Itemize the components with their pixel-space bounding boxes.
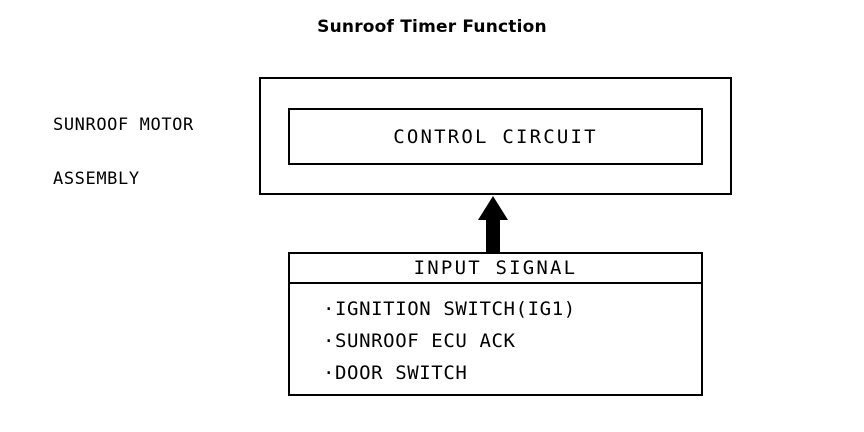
list-item-label: DOOR SWITCH xyxy=(335,362,468,384)
list-item: ·SUNROOF ECU ACK xyxy=(323,325,701,357)
control-circuit-box: CONTROL CIRCUIT xyxy=(288,108,703,165)
input-signal-list: ·IGNITION SWITCH(IG1) ·SUNROOF ECU ACK ·… xyxy=(290,284,701,389)
bullet-icon: · xyxy=(323,330,336,352)
arrow-up-icon xyxy=(475,196,511,254)
input-signal-box: INPUT SIGNAL ·IGNITION SWITCH(IG1) ·SUNR… xyxy=(288,252,703,396)
page-title: Sunroof Timer Function xyxy=(317,17,547,37)
list-item-label: IGNITION SWITCH(IG1) xyxy=(335,298,576,320)
assembly-label-line-1: SUNROOF MOTOR xyxy=(53,115,194,135)
list-item: ·DOOR SWITCH xyxy=(323,357,701,389)
bullet-icon: · xyxy=(323,298,336,320)
list-item-label: SUNROOF ECU ACK xyxy=(335,330,516,352)
input-signal-header-label: INPUT SIGNAL xyxy=(413,257,578,279)
assembly-label-line-2: ASSEMBLY xyxy=(53,169,140,189)
input-signal-header: INPUT SIGNAL xyxy=(290,254,701,284)
bullet-icon: · xyxy=(323,362,336,384)
list-item: ·IGNITION SWITCH(IG1) xyxy=(323,293,701,325)
control-circuit-label: CONTROL CIRCUIT xyxy=(393,125,598,148)
sunroof-motor-assembly-label: SUNROOF MOTOR ASSEMBLY xyxy=(53,80,194,224)
